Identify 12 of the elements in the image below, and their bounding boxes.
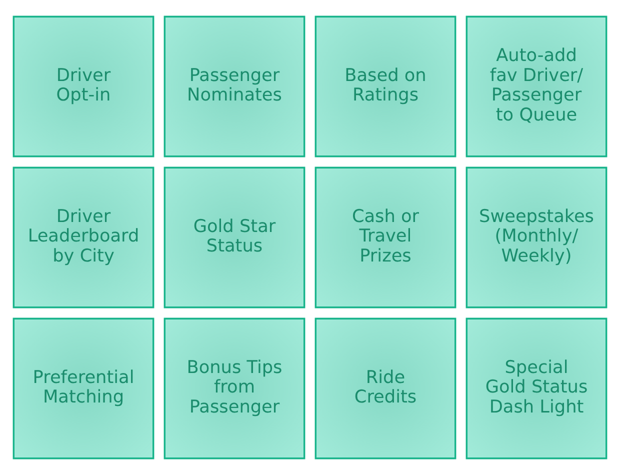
node-box: Passenger Nominates	[164, 16, 306, 158]
node-box: Auto-add fav Driver/ Passenger to Queue	[466, 16, 608, 158]
node-box: Ride Credits	[314, 318, 456, 460]
node-box: Sweepstakes (Monthly/ Weekly)	[466, 166, 608, 308]
node-box: Gold Star Status	[164, 166, 306, 308]
node-box: Based on Ratings	[314, 16, 456, 158]
node-box: Cash or Travel Prizes	[314, 166, 456, 308]
node-box: Bonus Tips from Passenger	[164, 318, 306, 460]
node-box: Driver Opt-in	[12, 16, 154, 158]
node-box: Special Gold Status Dash Light	[466, 318, 608, 460]
node-box: Preferential Matching	[12, 318, 154, 460]
node-box: Driver Leaderboard by City	[12, 166, 154, 308]
